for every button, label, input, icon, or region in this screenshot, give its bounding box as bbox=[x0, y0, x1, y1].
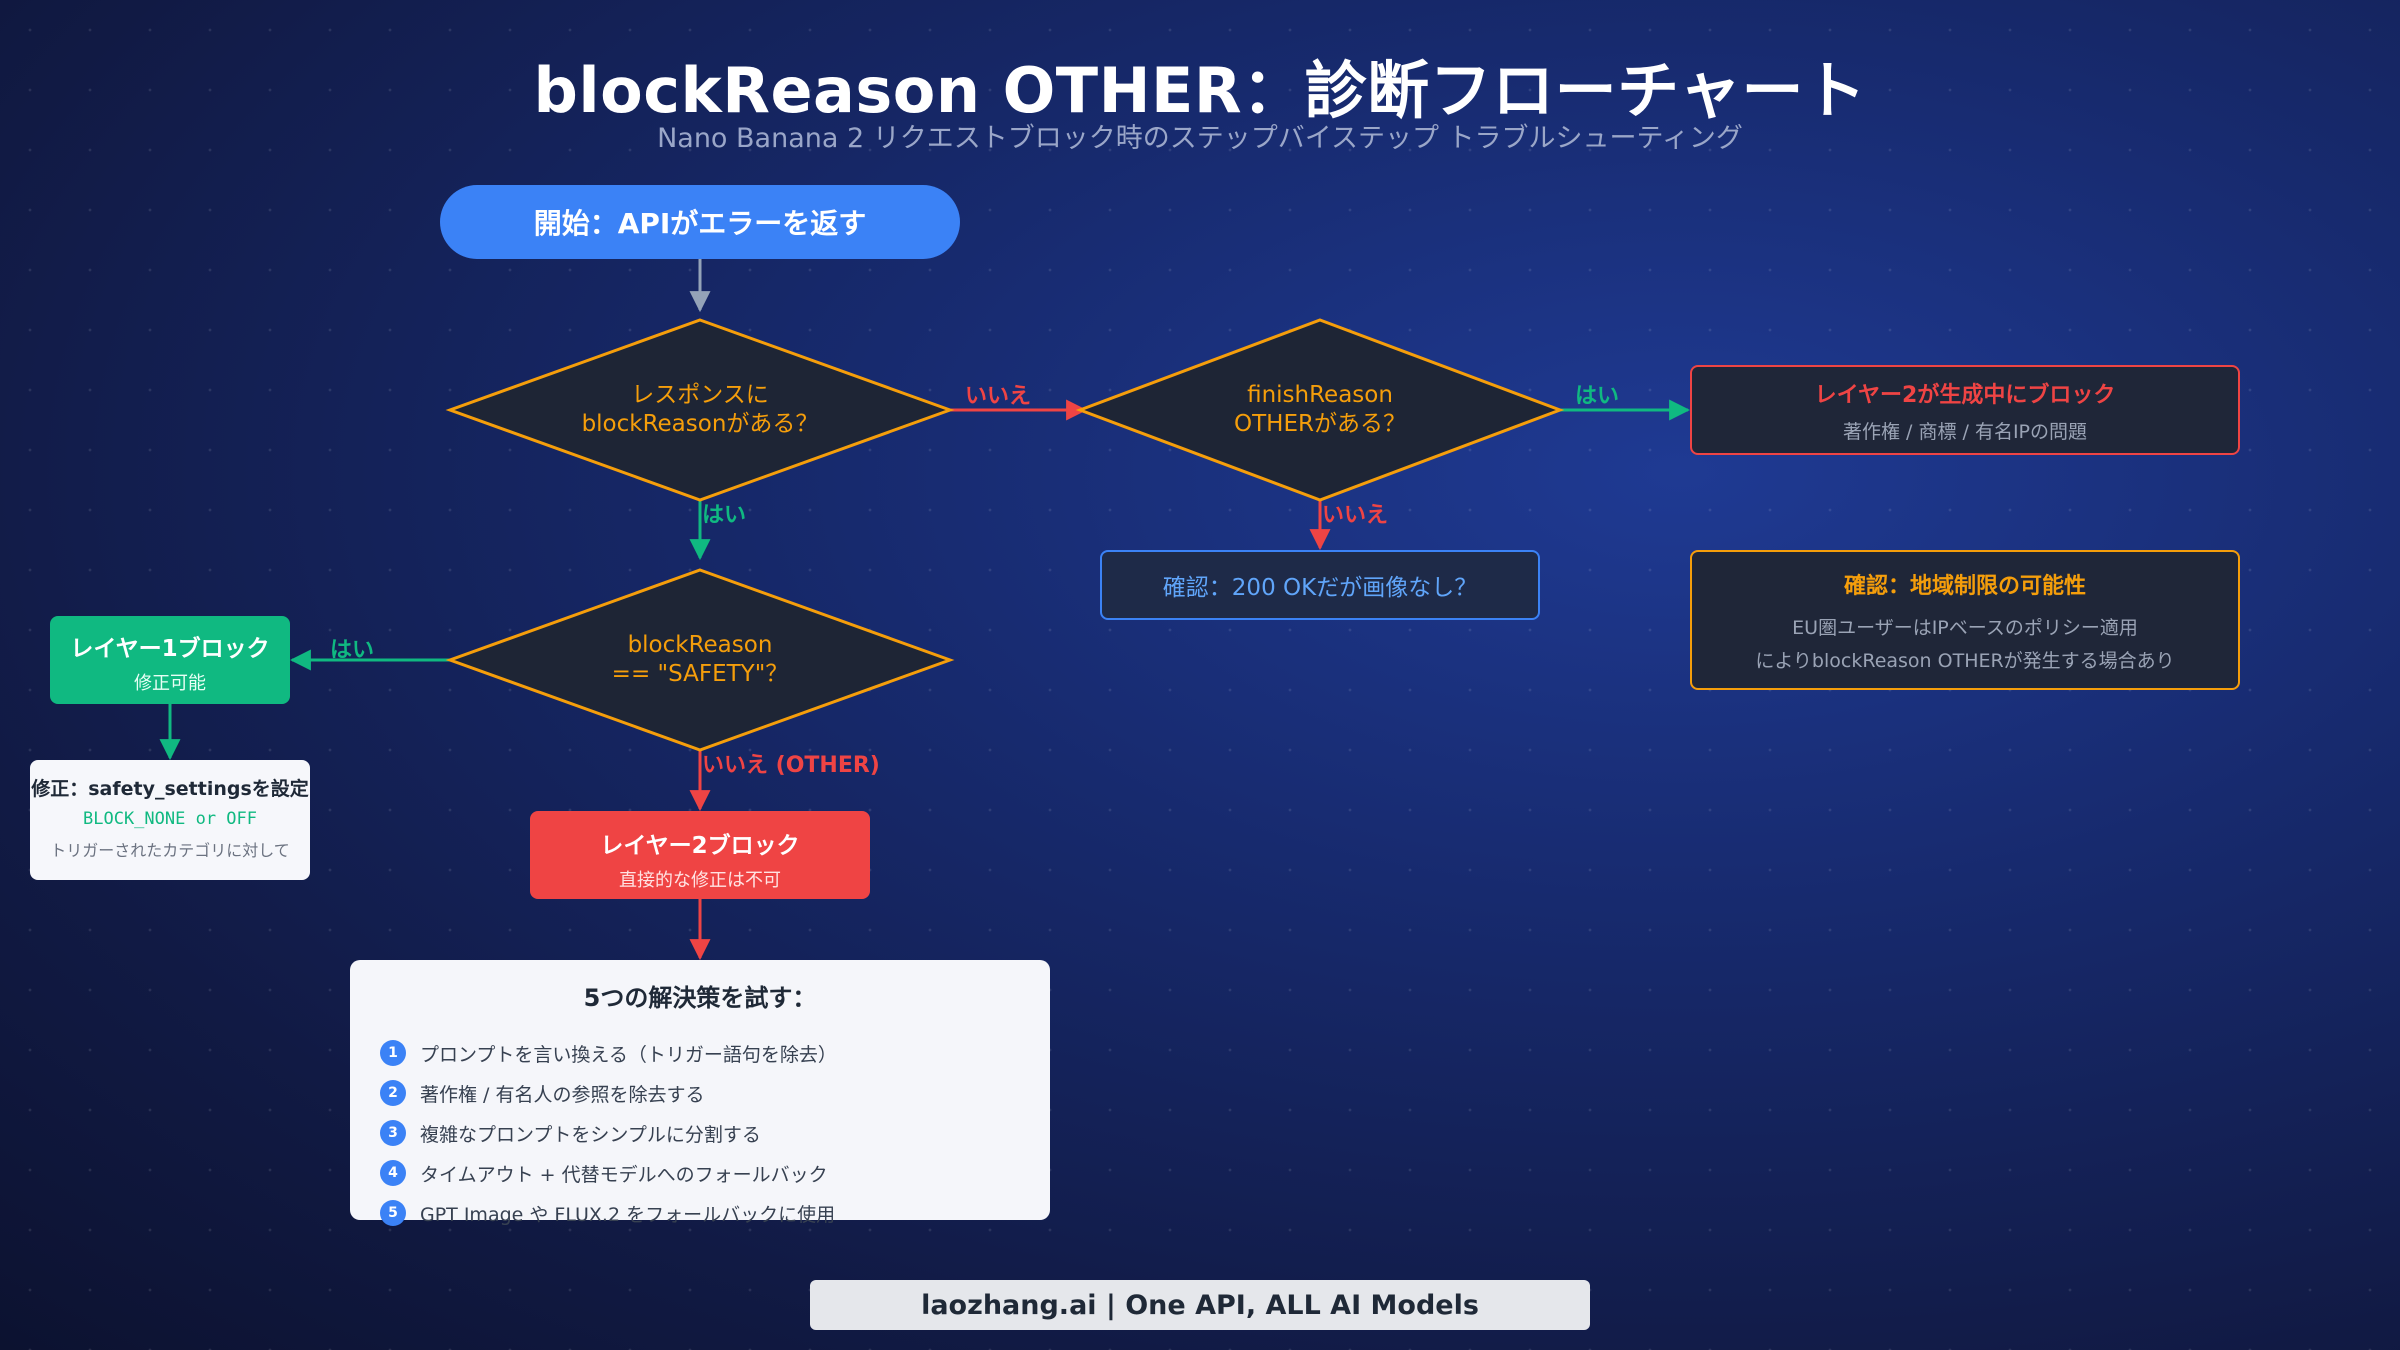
page-title: blockReason OTHER：診断フローチャート bbox=[533, 54, 1867, 127]
fix-code: BLOCK_NONE or OFF bbox=[83, 809, 257, 829]
edge-label-d2-yes: はい bbox=[1575, 384, 1620, 409]
layer2gen-subtitle: 著作権 / 商標 / 有名IPの問題 bbox=[1842, 421, 2088, 443]
decision1-diamond bbox=[445, 318, 955, 502]
layer1-block-node: レイヤー1ブロック 修正可能 bbox=[50, 616, 290, 704]
edge-label-d2-no: いいえ bbox=[1322, 503, 1389, 528]
solution-text: GPT Image や FLUX.2 をフォールバックに使用 bbox=[420, 1203, 836, 1226]
solution-text: 複雑なプロンプトをシンプルに分割する bbox=[420, 1123, 761, 1146]
footer-banner: laozhang.ai | One API, ALL AI Models bbox=[810, 1280, 1590, 1330]
solution-item: 5 GPT Image や FLUX.2 をフォールバックに使用 bbox=[380, 1193, 1020, 1233]
decision3-line1: blockReason bbox=[627, 632, 773, 659]
layer1-subtitle: 修正可能 bbox=[134, 673, 206, 694]
solution-number-badge: 2 bbox=[380, 1080, 406, 1106]
region-description: EU圏ユーザーはIPベースのポリシー適用 によりblockReason OTHE… bbox=[1692, 612, 2238, 679]
decision2-line2: OTHERがある？ bbox=[1234, 411, 1406, 437]
layer1-title: レイヤー1ブロック bbox=[70, 636, 270, 662]
layer2-title: レイヤー2ブロック bbox=[600, 833, 800, 859]
layer2gen-title: レイヤー2が生成中にブロック bbox=[1814, 383, 2116, 408]
region-restriction-node: 確認：地域制限の可能性 EU圏ユーザーはIPベースのポリシー適用 によりbloc… bbox=[1690, 550, 2240, 690]
decision3-line2: == "SAFETY"？ bbox=[611, 661, 789, 687]
decision1-text: レスポンスに blockReasonがある？ bbox=[520, 370, 880, 450]
edge-label-d1-yes: はい bbox=[702, 503, 747, 528]
solution-item: 1 プロンプトを言い換える（トリガー語句を除去） bbox=[380, 1033, 1020, 1073]
solution-number-badge: 4 bbox=[380, 1160, 406, 1186]
decision3-text: blockReason == "SAFETY"？ bbox=[520, 620, 880, 700]
solution-text: プロンプトを言い換える（トリガー語句を除去） bbox=[420, 1043, 837, 1066]
decision3-diamond bbox=[445, 568, 955, 752]
page-subtitle: Nano Banana 2 リクエストブロック時のステップバイステップ トラブル… bbox=[657, 123, 1743, 154]
decision2-line1: finishReason bbox=[1247, 382, 1393, 409]
layer2-generation-block-node: レイヤー2が生成中にブロック 著作権 / 商標 / 有名IPの問題 bbox=[1690, 365, 2240, 455]
decision2-text: finishReason OTHERがある？ bbox=[1140, 370, 1500, 450]
solution-item: 2 著作権 / 有名人の参照を除去する bbox=[380, 1073, 1020, 1113]
start-node: 開始：APIがエラーを返す bbox=[440, 185, 960, 259]
decision2-diamond bbox=[1075, 318, 1565, 502]
edge-label-d3-no: いいえ (OTHER) bbox=[702, 753, 880, 778]
region-title: 確認：地域制限の可能性 bbox=[1843, 574, 2086, 599]
solution-text: タイムアウト + 代替モデルへのフォールバック bbox=[420, 1163, 828, 1186]
layer2-subtitle: 直接的な修正は不可 bbox=[619, 870, 781, 891]
solution-item: 3 複雑なプロンプトをシンプルに分割する bbox=[380, 1113, 1020, 1153]
edge-label-d1-no: いいえ bbox=[965, 384, 1032, 409]
fix-safety-settings-node: 修正：safety_settingsを設定 BLOCK_NONE or OFF … bbox=[30, 760, 310, 880]
check-200-ok-node: 確認：200 OKだが画像なし？ bbox=[1100, 550, 1540, 620]
decision1-line1: レスポンスに bbox=[631, 382, 769, 409]
solution-item: 4 タイムアウト + 代替モデルへのフォールバック bbox=[380, 1153, 1020, 1193]
solution-text: 著作権 / 有名人の参照を除去する bbox=[420, 1083, 705, 1106]
fix-title: 修正：safety_settingsを設定 bbox=[31, 778, 309, 800]
region-line2: によりblockReason OTHERが発生する場合あり bbox=[1755, 650, 2175, 673]
solutions-heading: 5つの解決策を試す： bbox=[583, 984, 817, 1012]
edge-label-d3-yes: はい bbox=[330, 638, 375, 663]
solution-number-badge: 1 bbox=[380, 1040, 406, 1066]
fix-note: トリガーされたカテゴリに対して bbox=[50, 841, 290, 860]
decision1-line2: blockReasonがある？ bbox=[581, 411, 819, 437]
solution-number-badge: 5 bbox=[380, 1200, 406, 1226]
solutions-panel: 5つの解決策を試す： 1 プロンプトを言い換える（トリガー語句を除去） 2 著作… bbox=[350, 960, 1050, 1226]
layer2-block-node: レイヤー2ブロック 直接的な修正は不可 bbox=[530, 811, 870, 899]
region-line1: EU圏ユーザーはIPベースのポリシー適用 bbox=[1792, 617, 2138, 639]
solution-number-badge: 3 bbox=[380, 1120, 406, 1146]
